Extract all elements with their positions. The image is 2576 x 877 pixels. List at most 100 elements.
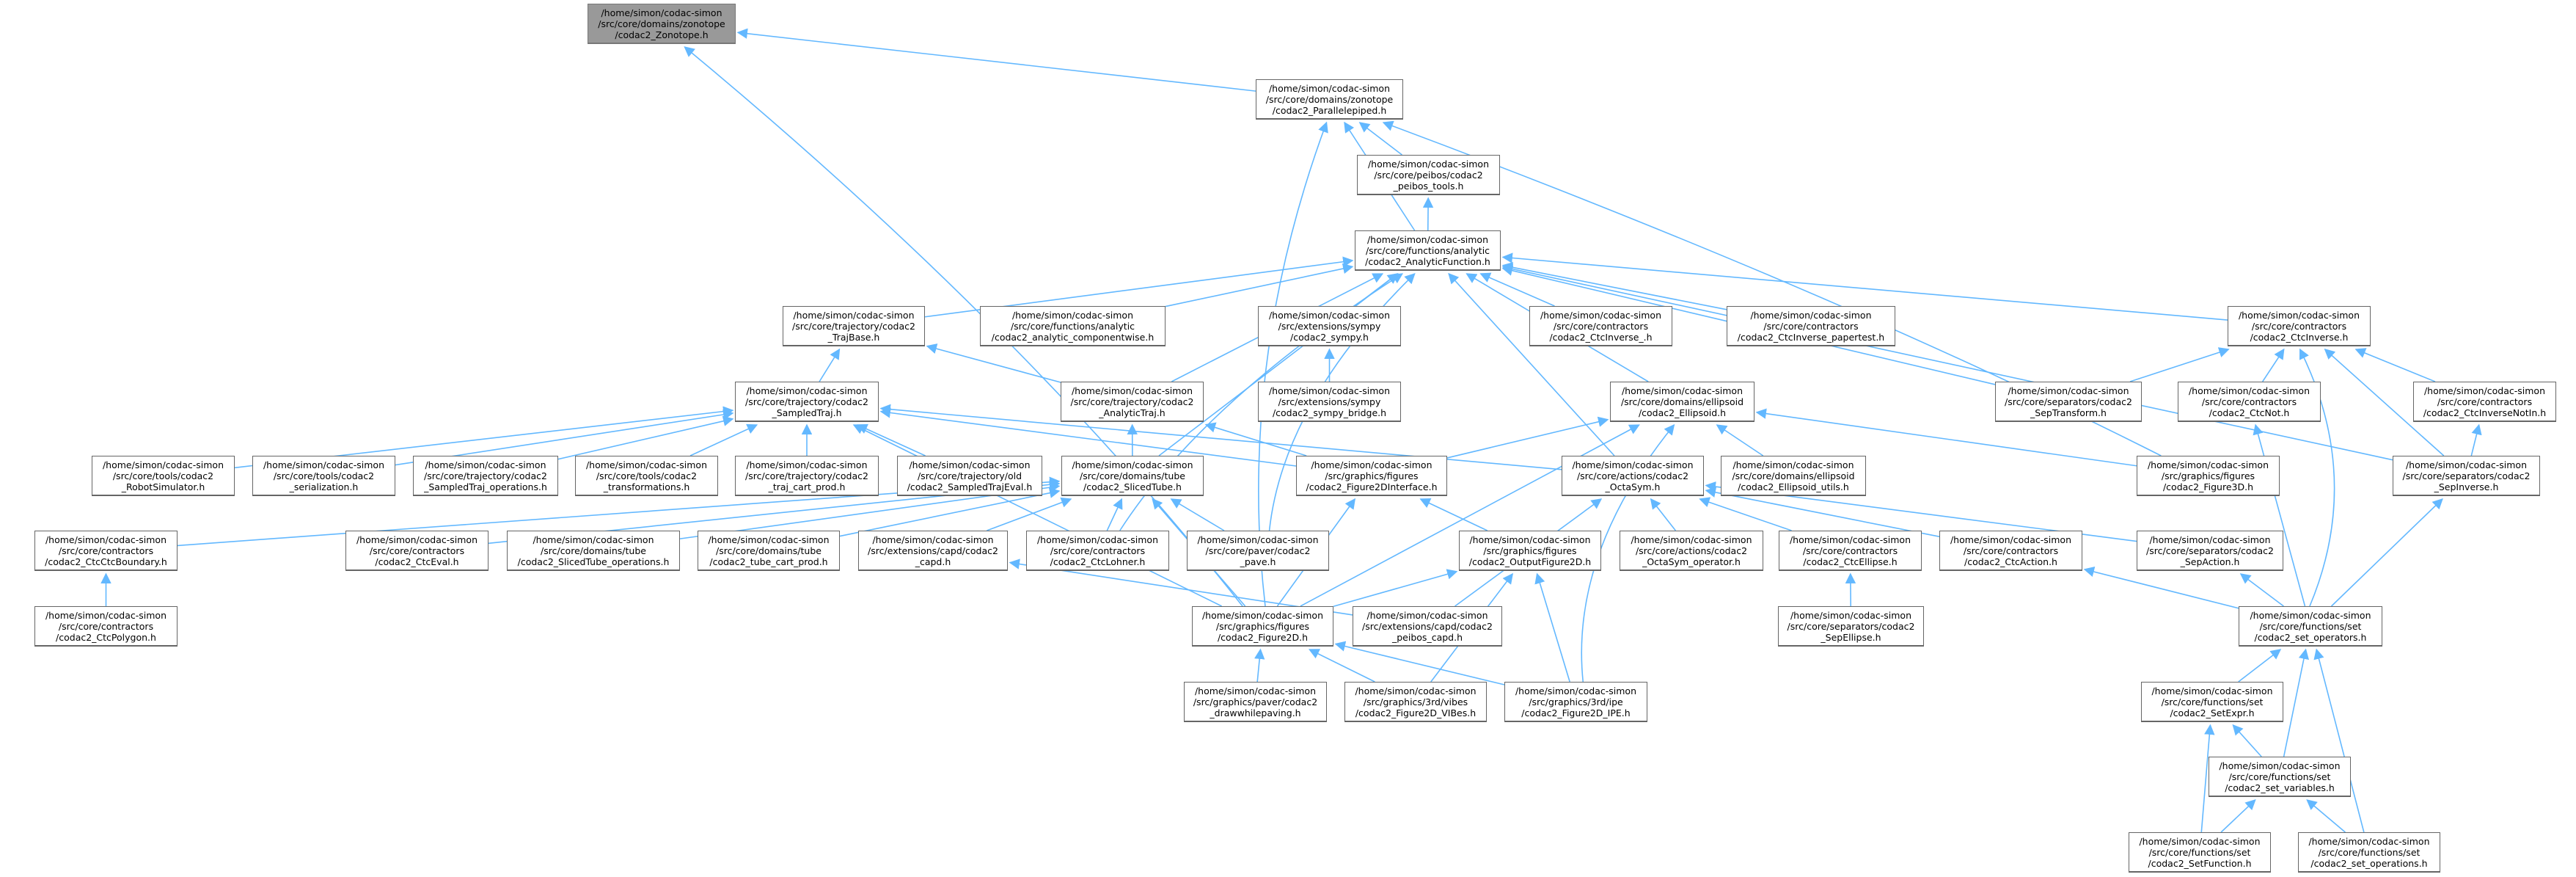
node-componentwise[interactable]: /home/simon/codac-simon/src/core/functio… (980, 306, 1166, 346)
node-figure2d[interactable]: /home/simon/codac-simon/src/graphics/fig… (1192, 606, 1333, 647)
node-label-line: /src/core/functions/analytic (1365, 244, 1490, 256)
node-zonotope: /home/simon/codac-simon/src/core/domains… (588, 4, 736, 44)
node-pave[interactable]: /home/simon/codac-simon/src/core/paver/c… (1187, 531, 1329, 571)
node-set-function[interactable]: /home/simon/codac-simon/src/core/functio… (2129, 832, 2271, 873)
node-figure2d-vibes[interactable]: /home/simon/codac-simon/src/graphics/3rd… (1344, 682, 1487, 722)
node-peibos-tools[interactable]: /home/simon/codac-simon/src/core/peibos/… (1357, 155, 1500, 195)
node-label-line: /home/simon/codac-simon (1950, 534, 2072, 545)
node-ctcinversenotin[interactable]: /home/simon/codac-simon/src/core/contrac… (2413, 382, 2556, 422)
edge-papertest-to-analytic-function (1501, 262, 1727, 310)
node-label-line: /home/simon/codac-simon (2188, 385, 2310, 396)
node-label-line: /home/simon/codac-simon (1197, 534, 1319, 545)
node-figure3d[interactable]: /home/simon/codac-simon/src/graphics/fig… (2137, 456, 2280, 496)
node-ctcinverse-[interactable]: /home/simon/codac-simon/src/core/contrac… (1529, 306, 1672, 346)
node-ctceval[interactable]: /home/simon/codac-simon/src/core/contrac… (345, 531, 489, 571)
node-sep-ellipse[interactable]: /home/simon/codac-simon/src/core/separat… (1778, 606, 1924, 647)
node-label-line: /codac2_set_operators.h (2254, 631, 2367, 643)
node-label-line: /src/core/actions/codac2 (1635, 545, 1748, 556)
edge-ctcaction-to-octasym (1705, 487, 1940, 537)
node-analytic-function[interactable]: /home/simon/codac-simon/src/core/functio… (1355, 230, 1501, 271)
node-papertest[interactable]: /home/simon/codac-simon/src/core/contrac… (1727, 306, 1895, 346)
node-peibos-capd[interactable]: /home/simon/codac-simon/src/extensions/c… (1353, 606, 1502, 647)
node-serialization[interactable]: /home/simon/codac-simon/src/core/tools/c… (252, 456, 395, 496)
node-label-line: /codac2_CtcInverse_papertest.h (1737, 331, 1885, 343)
node-sep-action[interactable]: /home/simon/codac-simon/src/core/separat… (2137, 531, 2283, 571)
node-analytic-traj[interactable]: /home/simon/codac-simon/src/core/traject… (1061, 382, 1204, 422)
node-ctcnot[interactable]: /home/simon/codac-simon/src/core/contrac… (2178, 382, 2321, 422)
node-sampledtraj-operations[interactable]: /home/simon/codac-simon/src/core/traject… (413, 456, 558, 496)
node-ctcaction[interactable]: /home/simon/codac-simon/src/core/contrac… (1939, 531, 2082, 571)
node-set-variables[interactable]: /home/simon/codac-simon/src/core/functio… (2209, 757, 2351, 797)
node-label-line: /home/simon/codac-simon (872, 534, 994, 545)
edge-ctcinverse-to-analytic-function (1501, 252, 2228, 321)
edge-sampled-traj-to-traj-base (819, 348, 841, 382)
edge-capd-to-sliced-tube (987, 497, 1072, 531)
node-drawwhilepaving[interactable]: /home/simon/codac-simon/src/graphics/pav… (1184, 682, 1327, 722)
node-label-line: /src/core/functions/analytic (1010, 320, 1135, 332)
node-set-operations[interactable]: /home/simon/codac-simon/src/core/functio… (2298, 832, 2440, 873)
edge-figure2d-ipe-to-output-figure2d (1534, 572, 1570, 683)
node-set-operators[interactable]: /home/simon/codac-simon/src/core/functio… (2239, 606, 2382, 647)
node-transformations[interactable]: /home/simon/codac-simon/src/core/tools/c… (575, 456, 718, 496)
node-label-line: /src/graphics/paver/codac2 (1193, 696, 1318, 707)
node-ctcpolygon[interactable]: /home/simon/codac-simon/src/core/contrac… (34, 606, 178, 647)
node-label-line: /src/core/functions/set (2161, 696, 2264, 707)
node-label-line: /codac2_Figure2D_IPE.h (1521, 707, 1631, 718)
node-ellipsoid[interactable]: /home/simon/codac-simon/src/core/domains… (1610, 382, 1754, 422)
node-traj-cart-prod[interactable]: /home/simon/codac-simon/src/core/traject… (735, 456, 879, 496)
node-sliced-tube[interactable]: /home/simon/codac-simon/src/core/domains… (1061, 456, 1204, 496)
node-sep-transform[interactable]: /home/simon/codac-simon/src/core/separat… (1995, 382, 2142, 422)
node-label-line: /src/core/trajectory/codac2 (792, 320, 915, 332)
node-capd[interactable]: /home/simon/codac-simon/src/extensions/c… (858, 531, 1008, 571)
node-label-line: /home/simon/codac-simon (1367, 158, 1490, 170)
node-label-line: /src/core/separators/codac2 (2005, 396, 2132, 407)
node-label-line: /codac2_set_operations.h (2310, 857, 2428, 869)
node-ellipsoid-utils[interactable]: /home/simon/codac-simon/src/core/domains… (1721, 456, 1866, 496)
node-figure2d-ipe[interactable]: /home/simon/codac-simon/src/graphics/3rd… (1504, 682, 1647, 722)
node-label-line: /codac2_sympy.h (1290, 331, 1369, 343)
node-label-line: /home/simon/codac-simon (1572, 459, 1694, 470)
node-label-line: /src/core/contractors (58, 620, 154, 632)
node-label-line: /codac2_CtcNot.h (2209, 407, 2290, 418)
node-label-line: /codac2_tube_cart_prod.h (709, 556, 828, 567)
node-parallelepiped[interactable]: /home/simon/codac-simon/src/core/domains… (1256, 79, 1403, 120)
node-label-line: /src/core/domains/tube (1080, 470, 1185, 481)
node-label-line: /src/core/contractors (2437, 396, 2533, 407)
node-ctcellipse[interactable]: /home/simon/codac-simon/src/core/contrac… (1779, 531, 1922, 571)
node-label-line: /src/core/functions/set (2259, 620, 2362, 632)
node-sympy-bridge[interactable]: /home/simon/codac-simon/src/extensions/s… (1258, 382, 1401, 422)
edge-analytic-traj-to-traj-base (926, 343, 1061, 383)
node-label-line: _transformations.h (603, 481, 690, 492)
node-label-line: /src/core/separators/codac2 (2146, 545, 2274, 556)
edge-sep-inverse-to-ctcinverse (2324, 349, 2445, 456)
node-label-line: /src/core/functions/set (2318, 846, 2421, 858)
node-label-line: /home/simon/codac-simon (2008, 385, 2129, 396)
node-sampled-traj[interactable]: /home/simon/codac-simon/src/core/traject… (735, 382, 879, 422)
node-ctcinverse[interactable]: /home/simon/codac-simon/src/core/contrac… (2228, 306, 2371, 346)
node-ctcctcboundary[interactable]: /home/simon/codac-simon/src/core/contrac… (34, 531, 178, 571)
node-ctclohner[interactable]: /home/simon/codac-simon/src/core/contrac… (1026, 531, 1169, 571)
node-output-figure2d[interactable]: /home/simon/codac-simon/src/graphics/fig… (1459, 531, 1601, 571)
node-sympy[interactable]: /home/simon/codac-simon/src/extensions/s… (1258, 306, 1401, 346)
node-label-line: /codac2_OutputFigure2D.h (1468, 556, 1592, 567)
node-label-line: /home/simon/codac-simon (1621, 385, 1743, 396)
node-label-line: /codac2_Ellipsoid_utils.h (1738, 481, 1849, 492)
node-label-line: /home/simon/codac-simon (2219, 760, 2341, 771)
node-label-line: _traj_cart_prod.h (768, 481, 846, 492)
node-robot-simulator[interactable]: /home/simon/codac-simon/src/core/tools/c… (92, 456, 235, 496)
node-label-line: /src/extensions/capd/codac2 (868, 545, 998, 556)
node-figure2d-interface[interactable]: /home/simon/codac-simon/src/graphics/fig… (1296, 456, 1447, 496)
edge-octasym-to-sampled-traj (879, 404, 1562, 470)
node-traj-base[interactable]: /home/simon/codac-simon/src/core/traject… (783, 306, 925, 346)
node-slicedtube-operations[interactable]: /home/simon/codac-simon/src/core/domains… (507, 531, 680, 571)
node-set-expr[interactable]: /home/simon/codac-simon/src/core/functio… (2141, 682, 2283, 722)
node-octasym-operator[interactable]: /home/simon/codac-simon/src/core/actions… (1620, 531, 1763, 571)
node-label-line: _TrajBase.h (827, 331, 880, 343)
node-octasym[interactable]: /home/simon/codac-simon/src/core/actions… (1562, 456, 1704, 496)
node-label-line: _peibos_tools.h (1393, 180, 1464, 192)
node-sampledtrajeval[interactable]: /home/simon/codac-simon/src/core/traject… (897, 456, 1042, 496)
node-tube-cart-prod[interactable]: /home/simon/codac-simon/src/core/domains… (698, 531, 840, 571)
node-label-line: /src/graphics/figures (1483, 545, 1577, 556)
node-sep-inverse[interactable]: /home/simon/codac-simon/src/core/separat… (2393, 456, 2540, 496)
edge-set-operators-to-sep-action (2239, 573, 2284, 607)
